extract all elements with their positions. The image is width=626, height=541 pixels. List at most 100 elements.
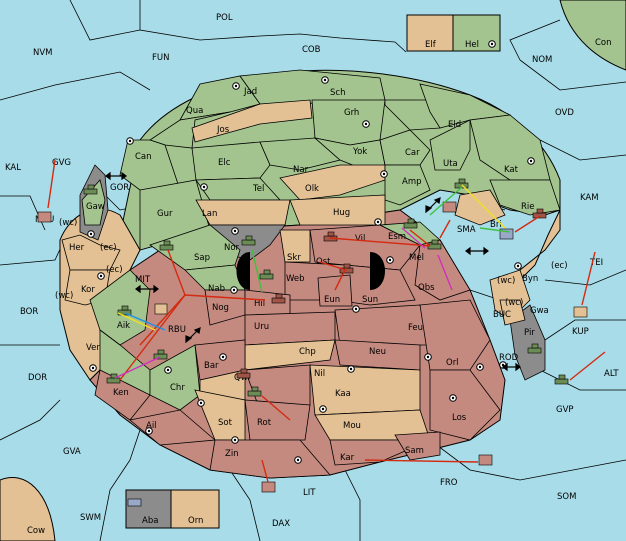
lbl-Rot: Rot <box>257 418 272 428</box>
lbl-Eun: Eun <box>324 295 340 305</box>
lbl-Aba: Aba <box>142 516 158 526</box>
lbl-Nor: Nor <box>224 243 240 253</box>
lbl-Mou: Mou <box>343 421 361 431</box>
lbl-Orl: Orl <box>446 358 459 368</box>
lbl-Zin: Zin <box>225 449 239 459</box>
sc-marker <box>87 230 95 238</box>
lbl-ec-kor: (ec) <box>106 265 123 275</box>
sc-marker <box>362 120 370 128</box>
sc-marker <box>424 353 432 361</box>
lbl-Bar: Bar <box>204 361 219 371</box>
tank-unit <box>554 374 569 385</box>
tank-unit <box>259 269 274 280</box>
lbl-Hel: Hel <box>465 40 479 50</box>
sc-marker <box>488 40 496 48</box>
lbl-DAX: DAX <box>272 519 290 529</box>
lbl-COB: COB <box>302 45 321 55</box>
lbl-KUP: KUP <box>572 327 589 337</box>
lbl-ROD: ROD <box>499 353 519 363</box>
sc-marker <box>219 353 227 361</box>
lbl-Obs: Obs <box>418 283 435 293</box>
tank-unit <box>236 368 251 379</box>
sc-marker <box>200 183 208 191</box>
lbl-Nab: Nab <box>208 284 225 294</box>
sc-marker <box>527 157 535 165</box>
lbl-Olk: Olk <box>305 184 319 194</box>
ship-unit <box>478 454 493 466</box>
lbl-Hug: Hug <box>333 208 350 218</box>
ship-unit <box>573 306 588 318</box>
ship-unit <box>261 481 276 493</box>
lbl-Uru: Uru <box>254 322 269 332</box>
lbl-Nar: Nar <box>293 165 309 175</box>
labels: POL COB FUN NVM NOM Con OVD KAL GVG MVU … <box>5 13 619 536</box>
sc-marker <box>97 272 105 280</box>
sc-marker <box>476 363 484 371</box>
lbl-DOR: DOR <box>28 373 47 383</box>
lbl-Chp: Chp <box>299 347 316 357</box>
lbl-Sap: Sap <box>194 253 210 263</box>
sc-marker <box>145 427 153 435</box>
lbl-Sam: Sam <box>405 446 424 456</box>
sc-marker <box>126 137 134 145</box>
lbl-Yok: Yok <box>352 147 367 157</box>
gates <box>236 252 385 290</box>
lbl-FUN: FUN <box>152 53 169 63</box>
lbl-Lan: Lan <box>202 209 217 219</box>
lbl-GOR: GOR <box>110 183 129 193</box>
lbl-Mel: Mel <box>409 253 424 263</box>
lbl-Neu: Neu <box>369 347 386 357</box>
sc-marker <box>197 399 205 407</box>
sc-marker <box>321 76 329 84</box>
sc-marker <box>232 82 240 90</box>
lbl-Car: Car <box>405 148 420 158</box>
lbl-SMA: SMA <box>457 225 476 235</box>
tank-unit <box>153 349 168 360</box>
lbl-Los: Los <box>452 413 467 423</box>
lbl-Gaw: Gaw <box>86 202 105 212</box>
ship-unit <box>37 211 52 223</box>
lbl-Elf: Elf <box>425 40 437 50</box>
lbl-Con: Con <box>595 38 612 48</box>
lbl-Aik: Aik <box>117 321 130 331</box>
sc-marker <box>89 364 97 372</box>
lbl-BOR: BOR <box>20 307 38 317</box>
lbl-LIT: LIT <box>303 488 316 498</box>
lbl-Amp: Amp <box>402 177 422 187</box>
lbl-ec-byn: (ec) <box>551 261 568 271</box>
sc-marker <box>374 218 382 226</box>
tank-unit <box>527 343 542 354</box>
lbl-Vil: Vil <box>355 234 365 244</box>
sc-marker <box>386 256 394 264</box>
sc-marker <box>164 366 172 374</box>
lbl-Pir: Pir <box>524 328 535 338</box>
sc-marker <box>347 365 355 373</box>
lbl-Bri: Bri <box>490 220 502 230</box>
lbl-wc-gwa: (wc) <box>505 298 523 308</box>
lbl-Sch: Sch <box>330 88 345 98</box>
lbl-wc-mvu: (wc) <box>59 218 77 228</box>
lbl-Hil: Hil <box>254 299 265 309</box>
lbl-GVA: GVA <box>63 447 81 457</box>
ship-unit <box>499 228 514 240</box>
lbl-SWM: SWM <box>80 513 101 523</box>
lbl-GVP: GVP <box>556 405 574 415</box>
lbl-Can: Can <box>135 152 152 162</box>
lbl-Ken: Ken <box>113 388 129 398</box>
lbl-Gwa: Gwa <box>530 306 549 316</box>
lbl-Kat: Kat <box>504 165 519 175</box>
lbl-OVD: OVD <box>555 108 574 118</box>
lbl-wc-kor: (wc) <box>55 291 73 301</box>
sc-marker <box>294 456 302 464</box>
sc-marker <box>352 305 360 313</box>
strait-arrows <box>105 171 521 372</box>
lbl-Sot: Sot <box>218 418 233 428</box>
lbl-Byn: Byn <box>522 274 538 284</box>
lbl-Elc: Elc <box>218 158 231 168</box>
lbl-Cow: Cow <box>27 526 45 536</box>
tank-unit <box>106 373 121 384</box>
lbl-Nil: Nil <box>314 369 325 379</box>
lbl-Eld: Eld <box>448 120 461 130</box>
